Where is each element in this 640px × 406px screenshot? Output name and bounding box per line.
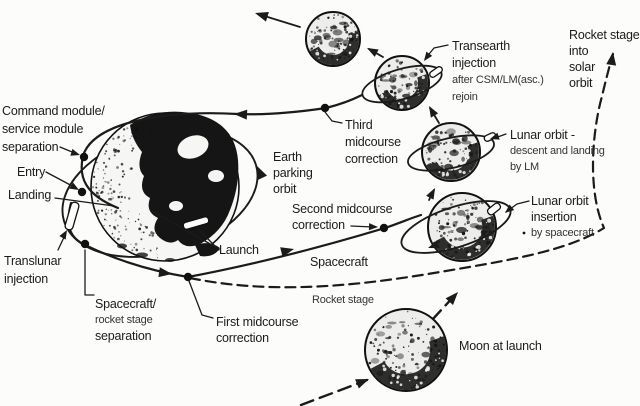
label-line: by LM bbox=[510, 161, 539, 173]
label-spacecraft-rocket-separation: Spacecraft/ rocket stage separation bbox=[95, 296, 156, 344]
label-line: Lunar orbit bbox=[531, 194, 589, 208]
label-line: correction bbox=[216, 331, 269, 345]
leader-dot bbox=[522, 231, 526, 235]
label-earth-parking-orbit: Earth parking orbit bbox=[273, 149, 313, 197]
node-entry bbox=[77, 187, 87, 197]
moon-lunar-orbit-insertion bbox=[427, 192, 497, 262]
label-rocket-stage-trajectory: Rocket stage bbox=[312, 293, 374, 308]
label-line: Second midcourse bbox=[292, 202, 393, 216]
label-line: separation bbox=[2, 140, 59, 154]
transearth-orbit-ellipse bbox=[361, 64, 443, 104]
label-line: correction bbox=[345, 152, 398, 166]
label-line: Third bbox=[345, 118, 373, 132]
label-line: into bbox=[569, 44, 589, 58]
moon-at-launch bbox=[364, 308, 448, 392]
label-line: First midcourse bbox=[216, 315, 299, 329]
label-line: Earth bbox=[273, 150, 302, 164]
label-line: rocket stage bbox=[95, 314, 153, 326]
rocket-glyph-translunar-injection bbox=[64, 201, 80, 231]
label-translunar-injection: Translunar injection bbox=[4, 252, 61, 288]
label-line: Launch bbox=[219, 243, 259, 257]
label-line: rejoin bbox=[452, 91, 478, 103]
label-line: solar bbox=[569, 60, 596, 74]
label-rocket-stage-solar-orbit: Rocket stage into solar orbit bbox=[569, 27, 640, 91]
label-first-midcourse-correction: First midcourse correction bbox=[216, 314, 299, 346]
node-third-midcourse bbox=[320, 103, 330, 113]
label-transearth-injection: Transearth injection after CSM/LM(asc.) … bbox=[452, 38, 544, 106]
label-line: separation bbox=[95, 329, 152, 343]
label-line: Command module/ bbox=[2, 104, 105, 118]
label-line: Rocket stage bbox=[312, 294, 374, 306]
moon-motion-arrowhead bbox=[445, 292, 458, 306]
solar-orbit-arrowhead bbox=[606, 52, 617, 66]
label-cm-sm-separation: Command module/ service module separatio… bbox=[2, 102, 105, 156]
label-line: by spacecraft bbox=[531, 227, 594, 239]
moon-transearth-departing bbox=[305, 11, 361, 67]
rocket-stage-dashed-path bbox=[188, 52, 615, 289]
label-line: injection bbox=[452, 56, 497, 70]
label-second-midcourse-correction: Second midcourse correction bbox=[292, 201, 393, 233]
label-lunar-orbit-insertion: Lunar orbit insertion by spacecraft bbox=[531, 193, 594, 241]
label-launch: Launch bbox=[219, 243, 259, 258]
label-line: parking bbox=[273, 166, 313, 180]
earth-globe bbox=[90, 111, 240, 262]
label-spacecraft-trajectory: Spacecraft bbox=[310, 255, 368, 270]
label-line: Lunar orbit - bbox=[510, 128, 575, 142]
leader-arrowheads bbox=[59, 51, 515, 240]
label-line: Moon at launch bbox=[459, 339, 542, 353]
outbound-arrowhead bbox=[280, 247, 294, 257]
sequence-arrowhead bbox=[426, 188, 435, 200]
csm-glyph bbox=[486, 202, 502, 216]
node-cm-sm-separation bbox=[79, 152, 89, 162]
label-line: injection bbox=[4, 272, 49, 286]
csm-glyph bbox=[483, 132, 497, 142]
label-line: Spacecraft/ bbox=[95, 297, 157, 311]
parking-orbit-arrowhead bbox=[257, 166, 268, 180]
label-moon-at-launch: Moon at launch bbox=[459, 339, 542, 354]
label-line: orbit bbox=[273, 182, 297, 196]
sequence-arrowhead bbox=[367, 48, 379, 57]
label-line: correction bbox=[292, 218, 345, 232]
event-nodes bbox=[77, 103, 526, 282]
label-line: Landing bbox=[8, 188, 52, 202]
label-third-midcourse-correction: Third midcourse correction bbox=[345, 117, 401, 168]
return-trajectory-path bbox=[80, 93, 364, 210]
node-second-midcourse bbox=[379, 223, 389, 233]
label-line: Spacecraft bbox=[310, 255, 368, 269]
node-spacecraft-separation bbox=[80, 239, 90, 249]
label-line: Transearth bbox=[452, 39, 510, 53]
csm-glyph bbox=[429, 66, 443, 78]
label-entry: Entry bbox=[17, 165, 45, 180]
depart-arrowhead bbox=[255, 12, 269, 22]
label-line: insertion bbox=[531, 210, 577, 224]
node-first-midcourse bbox=[183, 272, 193, 282]
label-line: Translunar bbox=[4, 254, 62, 268]
moon-transearth-injection bbox=[374, 55, 430, 111]
insertion-orbit-arrowhead bbox=[428, 240, 440, 249]
return-arrowhead bbox=[234, 109, 248, 120]
label-line: orbit bbox=[569, 76, 593, 90]
descent-orbit-ellipse bbox=[407, 134, 495, 172]
label-line: descent and landing bbox=[510, 145, 605, 157]
rocket-glyph-launch bbox=[182, 216, 210, 230]
moon-lunar-orbit-descent bbox=[421, 122, 481, 182]
outbound-arrowhead bbox=[158, 267, 172, 278]
moon-motion-arrowhead bbox=[355, 379, 369, 389]
label-line: service module bbox=[2, 122, 84, 136]
label-line: after CSM/LM(asc.) bbox=[452, 74, 544, 86]
label-line: Entry bbox=[17, 165, 46, 179]
label-landing: Landing bbox=[8, 188, 51, 203]
sequence-arrowhead bbox=[429, 106, 439, 118]
label-lunar-orbit-descent: Lunar orbit - descent and landing by LM bbox=[510, 127, 605, 175]
label-line: midcourse bbox=[345, 135, 401, 149]
label-line: Rocket stage bbox=[569, 28, 640, 42]
